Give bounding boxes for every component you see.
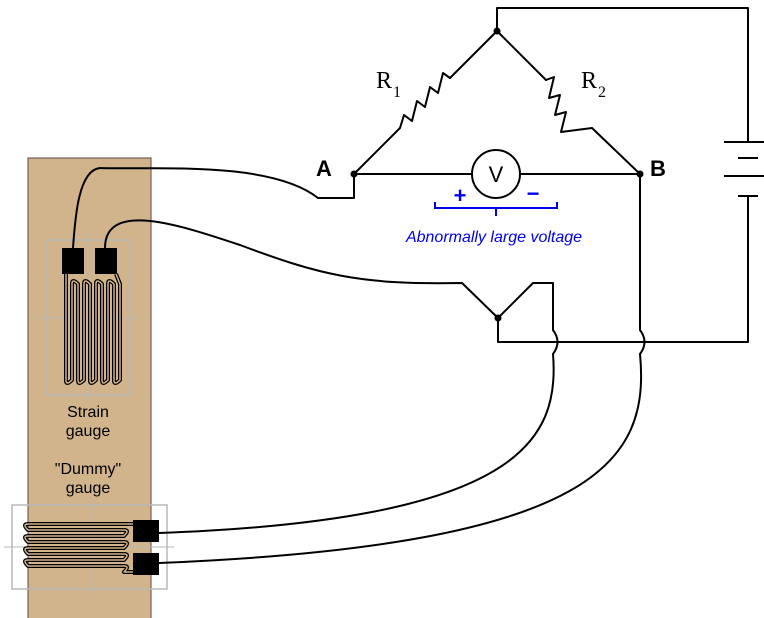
strain-gauge-label-line2: gauge (66, 423, 111, 440)
plus-sign: + (454, 183, 467, 208)
svg-text:2: 2 (598, 84, 606, 101)
voltmeter: V (471, 149, 521, 199)
node-b-dot (636, 170, 644, 178)
dummy-gauge-label-line1: "Dummy" (55, 461, 121, 478)
battery (724, 141, 764, 197)
annotation-text: Abnormally large voltage (405, 229, 582, 246)
voltage-annotation: + − Abnormally large voltage (405, 181, 582, 246)
dummy-gauge-tab (133, 520, 159, 542)
svg-text:R: R (581, 68, 597, 94)
bottom-node (494, 314, 502, 322)
r1-resistor (399, 72, 451, 129)
apex-node (493, 27, 501, 35)
dummy-gauge-tab (133, 553, 159, 575)
r1-label: R 1 (376, 68, 401, 101)
dummy-gauge-label-line2: gauge (66, 480, 111, 497)
strain-gauge (38, 232, 138, 402)
node-b-label: B (650, 156, 666, 181)
node-a-dot (350, 170, 358, 178)
strain-gauge-label-line1: Strain (67, 404, 109, 421)
voltmeter-label: V (489, 162, 504, 187)
node-a-label: A (316, 156, 332, 181)
r2-label: R 2 (581, 68, 606, 101)
r2-resistor (545, 76, 593, 133)
bridge-wiring (72, 7, 749, 564)
dummy-gauge (4, 498, 174, 596)
svg-text:R: R (376, 68, 392, 94)
svg-text:1: 1 (393, 84, 401, 101)
minus-sign: − (527, 181, 540, 206)
strain-gauge-tab (62, 248, 84, 274)
strain-gauge-tab (95, 248, 117, 274)
